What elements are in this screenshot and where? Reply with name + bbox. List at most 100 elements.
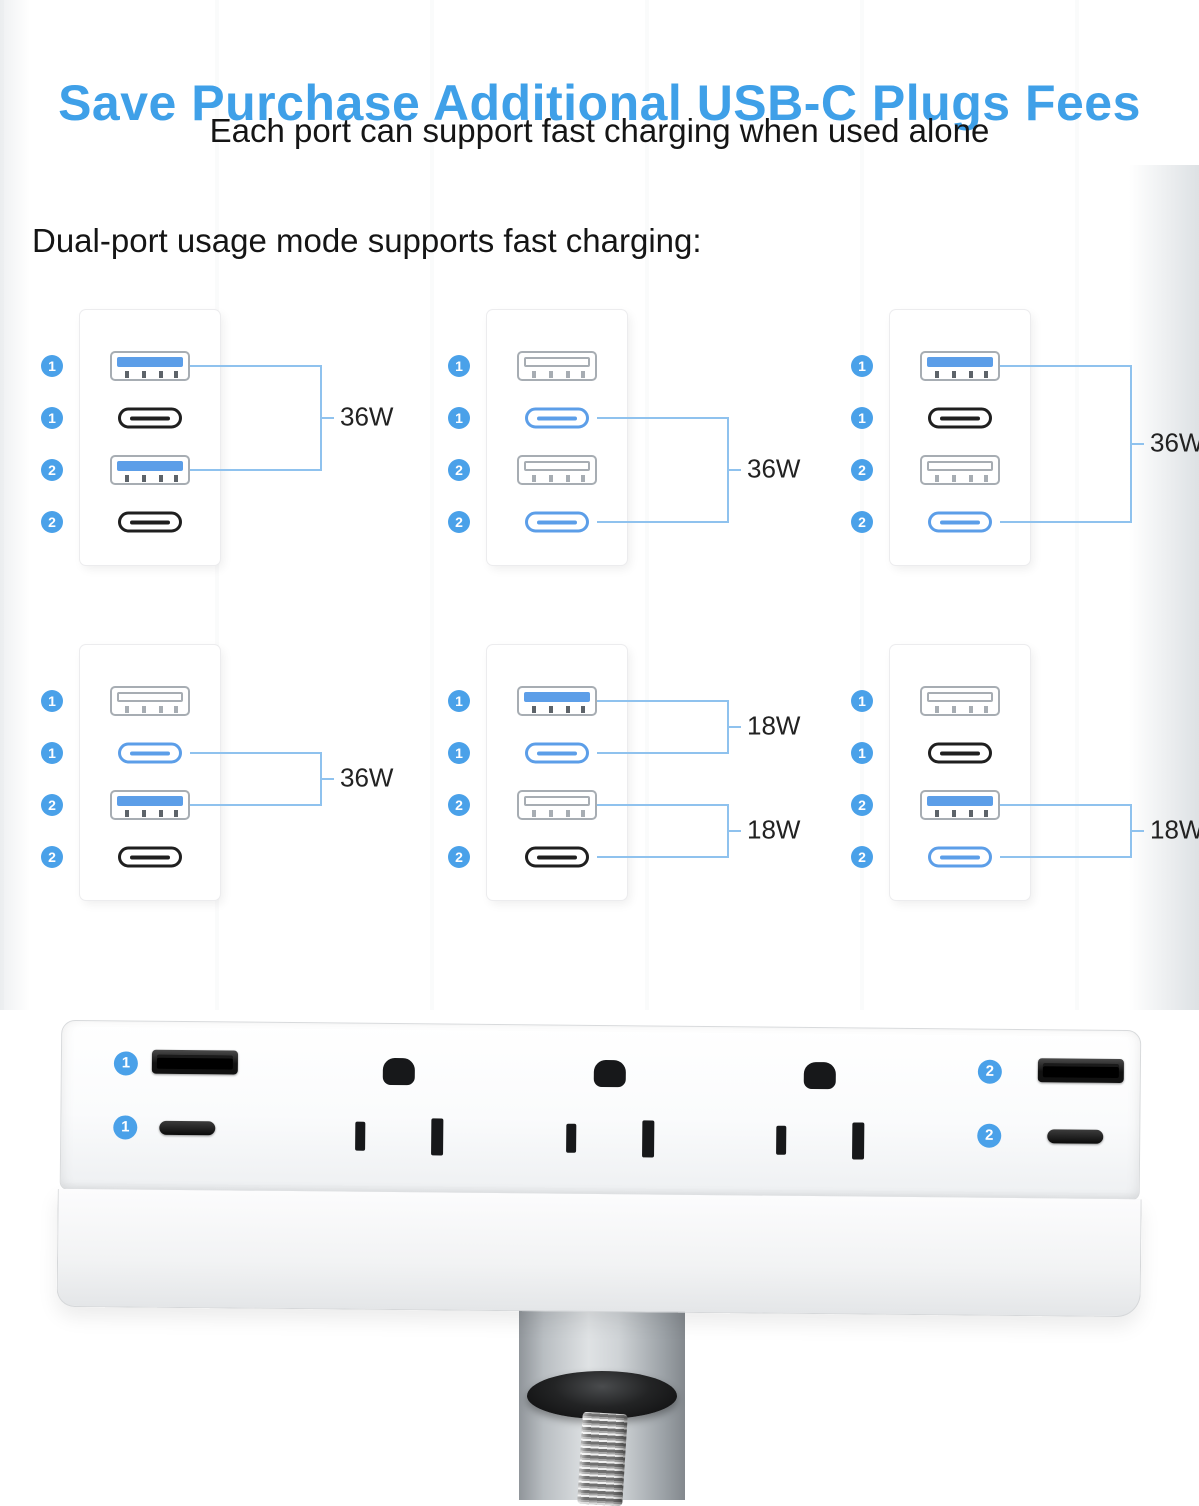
usb-a-port <box>110 455 190 485</box>
usb-a-pin <box>984 475 988 482</box>
usb-a-port <box>110 686 190 716</box>
ac-outlet <box>333 1057 464 1168</box>
section-heading: Dual-port usage mode supports fast charg… <box>32 222 702 259</box>
callout-line <box>1000 856 1132 858</box>
usb-a-pin <box>159 475 163 482</box>
outlet-slot <box>852 1122 865 1160</box>
usb-c-port <box>928 846 992 868</box>
callout-line <box>320 778 334 780</box>
usb-a-port <box>920 351 1000 381</box>
callout-line <box>190 752 322 754</box>
ac-outlet <box>544 1059 675 1170</box>
usb-a-pin <box>532 475 536 482</box>
usb-a-pin <box>952 475 956 482</box>
usb-a-pin <box>581 475 585 482</box>
usb-a-pin <box>159 371 163 378</box>
usb-a-pin <box>935 706 939 713</box>
port-number-badge: 1 <box>851 407 873 429</box>
usb-c-port <box>525 846 589 868</box>
wattage-label: 18W <box>1150 814 1199 845</box>
port-number-badge: 2 <box>851 511 873 533</box>
callout-line <box>190 365 322 367</box>
usb-a-pin <box>566 706 570 713</box>
port-number-badge: 1 <box>851 690 873 712</box>
usb-a-contact-bar <box>927 796 993 806</box>
usb-a-pin <box>532 706 536 713</box>
usb-c-port <box>118 407 182 429</box>
usb-a-contact-bar <box>117 796 183 806</box>
usb-c-contact-slot <box>940 416 980 420</box>
page-subtitle: Each port can support fast charging when… <box>209 112 990 149</box>
usb-a-contact-bar <box>524 692 590 702</box>
usb-a-pin <box>969 371 973 378</box>
wattage-label: 18W <box>747 710 801 741</box>
usb-a-pin <box>969 810 973 817</box>
usb-a-port <box>517 455 597 485</box>
callout-line <box>1130 443 1144 445</box>
usb-c-port <box>525 511 589 533</box>
usb-a-port <box>920 455 1000 485</box>
usb-c-port <box>928 742 992 764</box>
usb-c-contact-slot <box>537 520 577 524</box>
usb-a-pin <box>532 371 536 378</box>
usb-c-port <box>525 742 589 764</box>
usb-a-pin <box>174 371 178 378</box>
charger-panel <box>80 645 220 900</box>
callout-line <box>1000 365 1132 367</box>
usb-c-port <box>928 407 992 429</box>
usb-a-port <box>110 790 190 820</box>
usb-a-pin <box>935 371 939 378</box>
strip-usb-a-slot <box>1042 1063 1119 1078</box>
usb-a-port <box>517 790 597 820</box>
usb-a-contact-bar <box>927 692 993 702</box>
outlet-slot <box>642 1120 655 1158</box>
callout-line <box>597 521 729 523</box>
usb-c-port <box>525 407 589 429</box>
usb-a-contact-bar <box>117 357 183 367</box>
port-number-badge: 1 <box>41 742 63 764</box>
usb-c-port <box>118 846 182 868</box>
usb-a-pin <box>566 810 570 817</box>
usb-a-pin <box>549 475 553 482</box>
usb-c-port <box>118 511 182 533</box>
callout-line <box>597 856 729 858</box>
usb-a-contact-bar <box>927 461 993 471</box>
usb-a-contact-bar <box>117 692 183 702</box>
usb-a-pin <box>952 706 956 713</box>
strip-port-badge: 2 <box>977 1059 1002 1084</box>
usb-a-port <box>517 351 597 381</box>
usb-a-port <box>920 686 1000 716</box>
callout-line <box>320 417 334 419</box>
port-number-badge: 2 <box>448 794 470 816</box>
strip-usb-c-port <box>1047 1129 1104 1144</box>
callout-line <box>597 752 729 754</box>
port-number-badge: 1 <box>448 690 470 712</box>
wattage-label: 36W <box>340 762 394 793</box>
port-number-badge: 2 <box>41 846 63 868</box>
callout-line <box>1130 830 1144 832</box>
usb-c-contact-slot <box>130 751 170 755</box>
usb-a-pin <box>142 475 146 482</box>
port-number-badge: 1 <box>41 407 63 429</box>
page-title: Save Purchase Additional USB-C Plugs Fee… <box>58 74 1141 131</box>
usb-c-contact-slot <box>537 416 577 420</box>
callout-line <box>1000 521 1132 523</box>
strip-usb-a-port <box>1037 1058 1124 1084</box>
strip-port-badge: 1 <box>113 1115 138 1140</box>
callout-line <box>727 726 741 728</box>
port-number-badge: 1 <box>851 742 873 764</box>
usb-a-contact-bar <box>927 357 993 367</box>
ground-hole <box>382 1057 415 1086</box>
usb-a-pin <box>581 810 585 817</box>
callout-line <box>727 469 741 471</box>
port-number-badge: 2 <box>41 459 63 481</box>
strip-usb-a-port <box>151 1049 239 1075</box>
wattage-label: 18W <box>747 814 801 845</box>
callout-line <box>190 469 322 471</box>
port-number-badge: 2 <box>851 459 873 481</box>
usb-a-pin <box>549 371 553 378</box>
usb-a-pin <box>581 371 585 378</box>
wattage-label: 36W <box>1150 427 1199 458</box>
